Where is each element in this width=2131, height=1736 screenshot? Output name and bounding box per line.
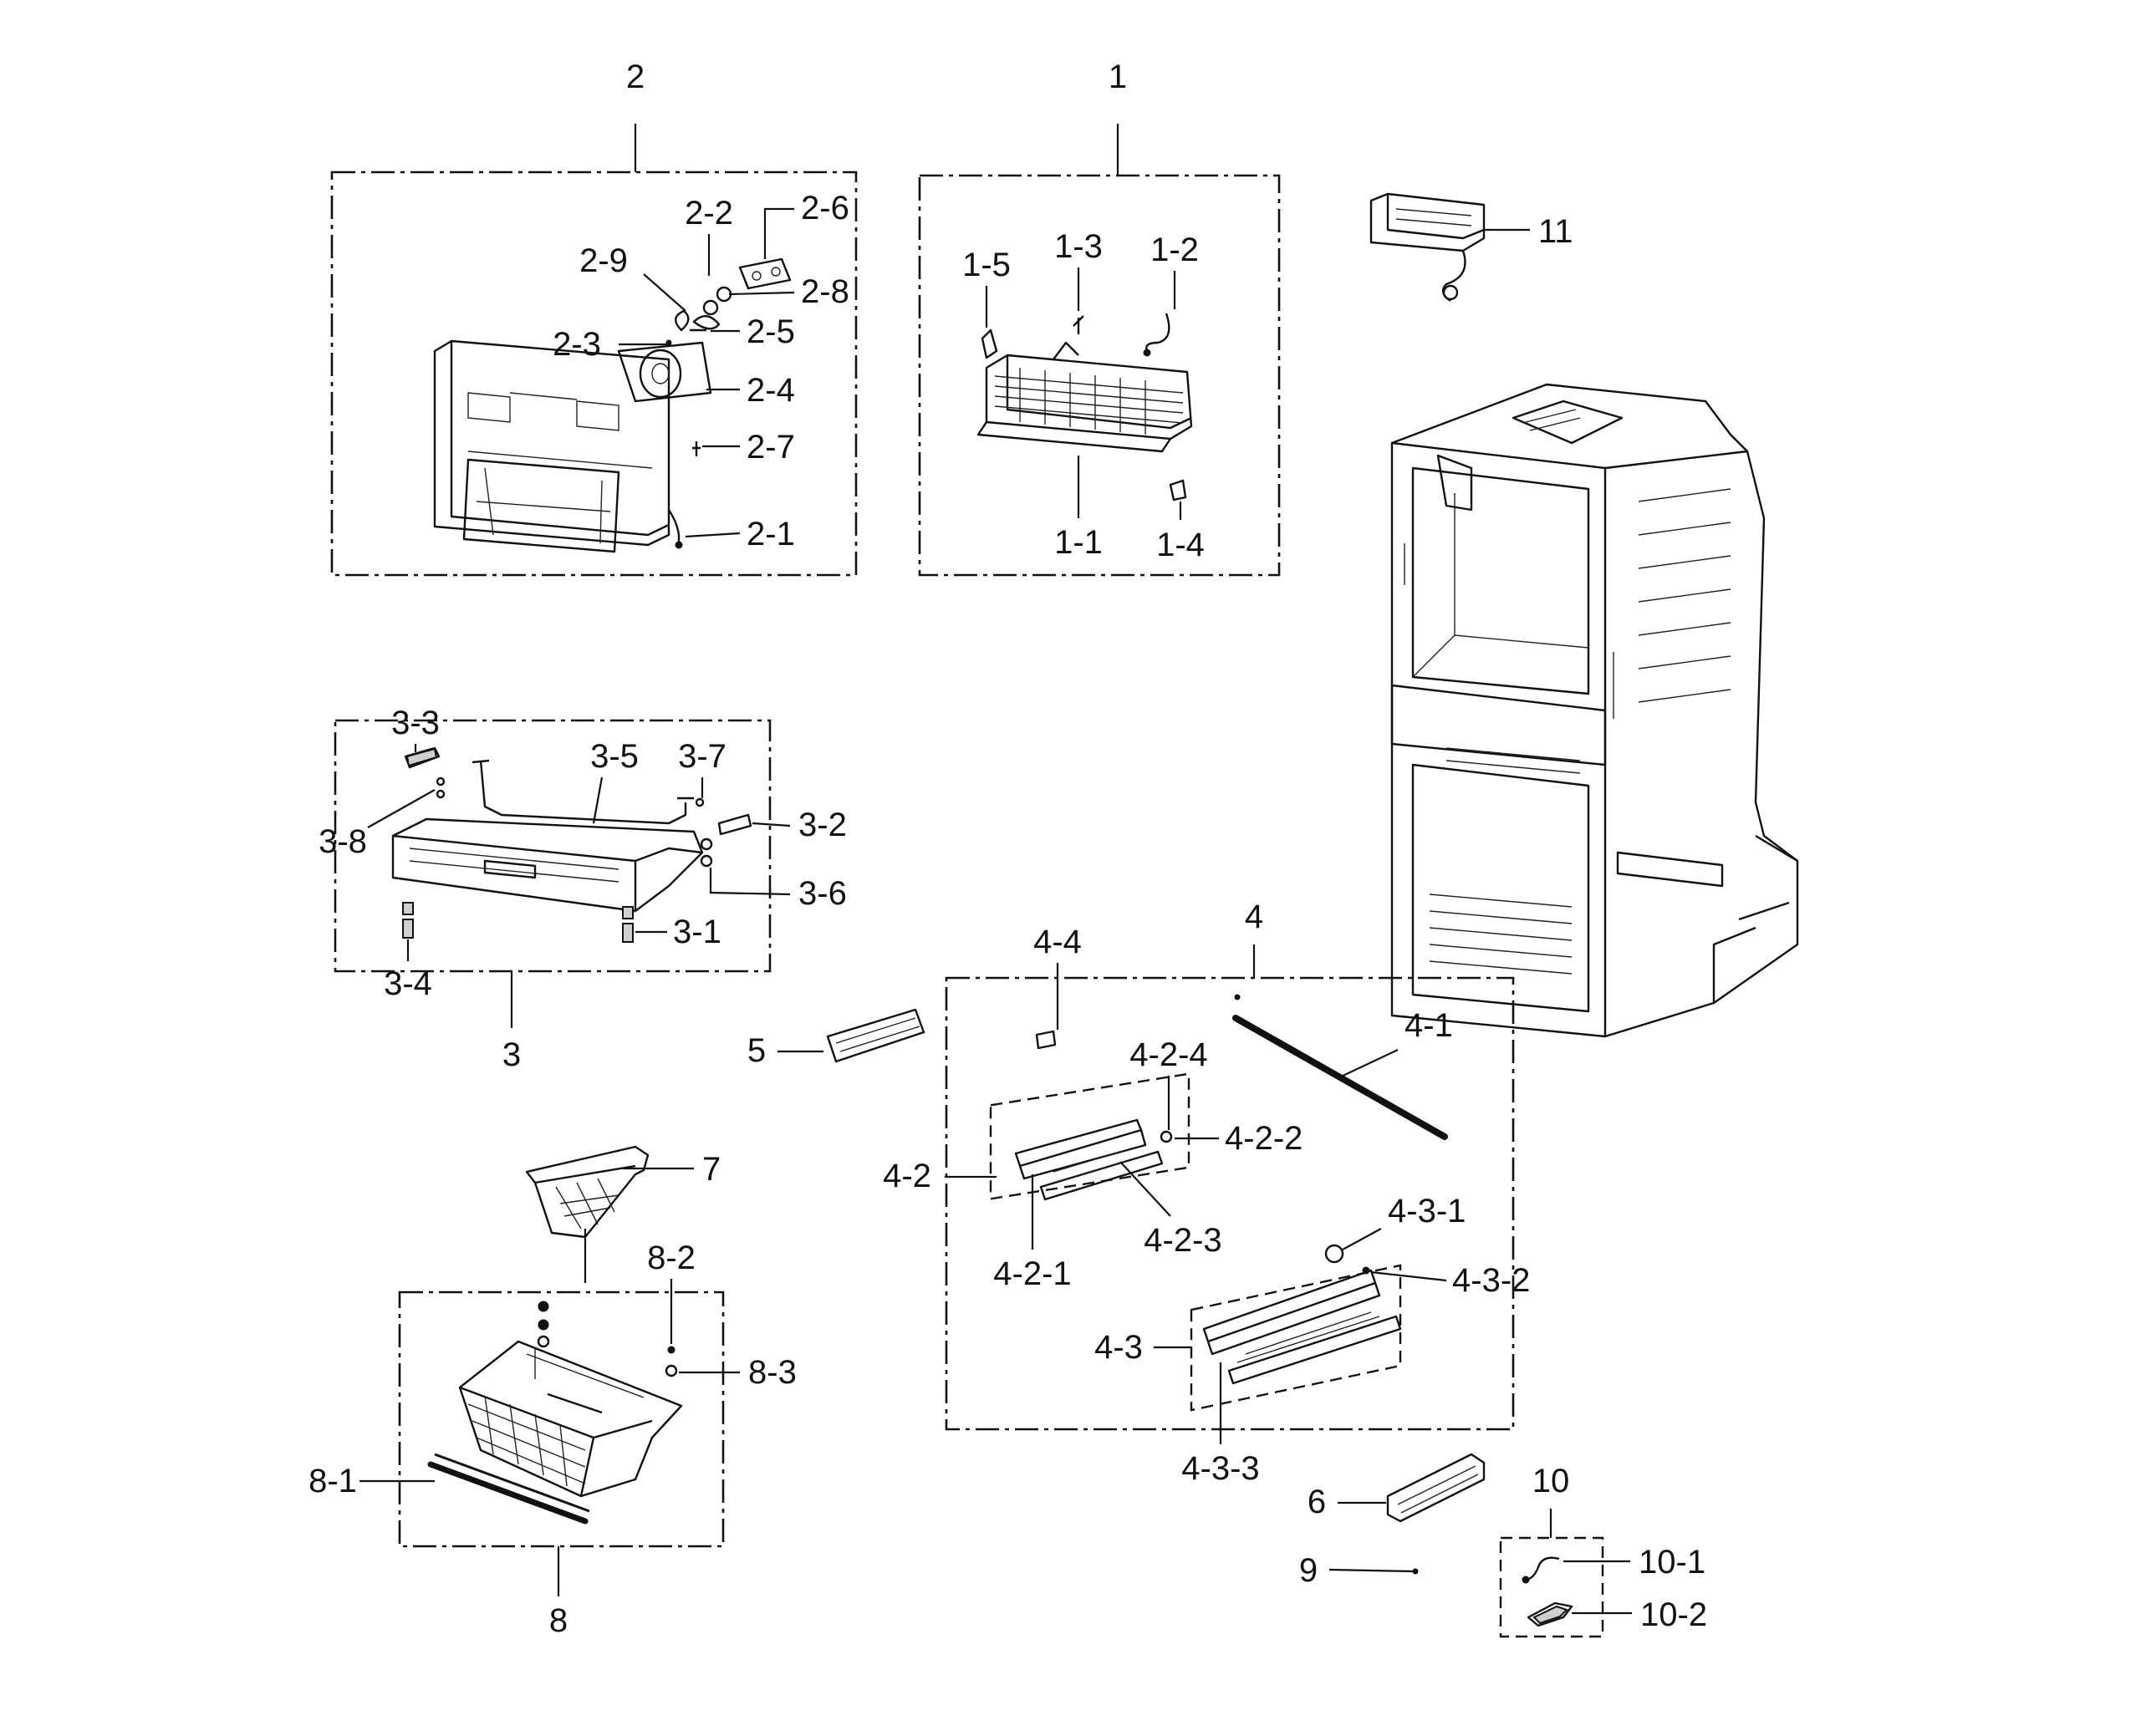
callout-2: 2 — [626, 59, 645, 95]
assembly-group-8: 8 8-2 8-3 8-1 — [308, 1240, 797, 1639]
callout-4-2-3: 4-2-3 — [1144, 1222, 1221, 1259]
assembly-group-2: 2 2-2 2-6 2-9 — [330, 59, 858, 577]
callout-1-3: 1-3 — [1054, 228, 1103, 265]
assembly-group-4: 4 4-4 4-1 4-2-4 4-2-2 4-2 4 — [883, 899, 1530, 1487]
callout-3-3: 3-3 — [391, 705, 440, 741]
group-8-boundary — [398, 1291, 725, 1548]
callout-2-9: 2-9 — [579, 242, 628, 279]
callout-5: 5 — [747, 1032, 766, 1069]
group-10-boundary — [1499, 1536, 1604, 1638]
callout-1-5: 1-5 — [962, 247, 1011, 283]
callout-4-3: 4-3 — [1094, 1329, 1143, 1366]
callout-4-4: 4-4 — [1033, 924, 1082, 960]
part-1-small-parts-drawing — [981, 313, 1187, 501]
callout-2-7: 2-7 — [747, 429, 795, 466]
callout-3-6: 3-6 — [798, 875, 847, 912]
callout-4-2-4: 4-2-4 — [1129, 1036, 1207, 1073]
group-4-3-boundary — [1190, 1264, 1402, 1412]
callout-2-5: 2-5 — [747, 313, 795, 350]
callout-6: 6 — [1308, 1484, 1326, 1520]
assembly-group-3: 3 3-3 3-5 3-7 3-8 — [319, 705, 847, 1073]
assembly-group-1: 1 1-5 1-3 1-2 1-1 1-4 — [918, 59, 1281, 577]
callout-4-2-1: 4-2-1 — [993, 1255, 1071, 1292]
group-4-2-boundary — [989, 1072, 1190, 1200]
callout-4-3-2: 4-3-2 — [1452, 1262, 1530, 1299]
assembly-group-10: 10 10-1 10-2 — [1499, 1463, 1707, 1638]
callout-2-4: 2-4 — [747, 372, 795, 409]
callout-2-6: 2-6 — [801, 190, 849, 227]
callout-4-3-3: 4-3-3 — [1181, 1450, 1259, 1487]
part-3-drawer-drawing — [391, 746, 752, 943]
part-5: 5 — [747, 1008, 925, 1069]
callout-4-3-1: 4-3-1 — [1388, 1193, 1466, 1229]
callout-9: 9 — [1299, 1552, 1318, 1589]
callout-10-2: 10-2 — [1640, 1596, 1707, 1633]
part-8-basket-drawing — [427, 1301, 683, 1525]
part-9: 9 — [1299, 1552, 1419, 1589]
callout-8-2: 8-2 — [647, 1240, 696, 1276]
callout-10: 10 — [1532, 1463, 1570, 1499]
callout-4: 4 — [1245, 899, 1263, 935]
callout-3-1: 3-1 — [673, 914, 721, 950]
callout-11: 11 — [1538, 213, 1573, 250]
callout-1-4: 1-4 — [1156, 527, 1205, 563]
callout-8-1: 8-1 — [308, 1463, 357, 1499]
callout-8: 8 — [549, 1602, 568, 1639]
callout-3-7: 3-7 — [678, 738, 726, 775]
callout-4-2: 4-2 — [883, 1158, 931, 1194]
callout-2-8: 2-8 — [801, 273, 849, 310]
callout-3-4: 3-4 — [384, 965, 432, 1002]
callout-1-1: 1-1 — [1054, 524, 1103, 561]
group-2-boundary — [330, 171, 858, 577]
callout-3-8: 3-8 — [319, 823, 367, 860]
group-3-boundary — [334, 719, 772, 973]
part-7: 7 — [525, 1145, 721, 1283]
group-1-boundary — [918, 174, 1281, 577]
callout-1: 1 — [1109, 59, 1127, 95]
callout-8-3: 8-3 — [748, 1354, 797, 1391]
callout-2-3: 2-3 — [553, 326, 601, 363]
callout-3-2: 3-2 — [798, 807, 847, 843]
part-2-panel-drawing — [433, 339, 670, 553]
callout-7: 7 — [702, 1151, 721, 1188]
callout-10-1: 10-1 — [1639, 1544, 1705, 1581]
part-4-drawing — [989, 994, 1448, 1412]
callout-2-2: 2-2 — [685, 195, 733, 232]
part-11: 11 — [1369, 192, 1573, 302]
group-4-boundary — [945, 976, 1515, 1431]
callout-2-1: 2-1 — [747, 516, 795, 552]
callout-3-5: 3-5 — [590, 738, 639, 775]
callout-1-2: 1-2 — [1150, 232, 1199, 268]
part-6: 6 — [1308, 1453, 1486, 1523]
part-1-evaporator-drawing — [976, 341, 1193, 453]
callout-4-2-2: 4-2-2 — [1225, 1120, 1303, 1157]
callout-4-1: 4-1 — [1405, 1007, 1453, 1044]
callout-3: 3 — [502, 1036, 521, 1073]
refrigerator-cabinet-drawing — [1390, 383, 1799, 1038]
